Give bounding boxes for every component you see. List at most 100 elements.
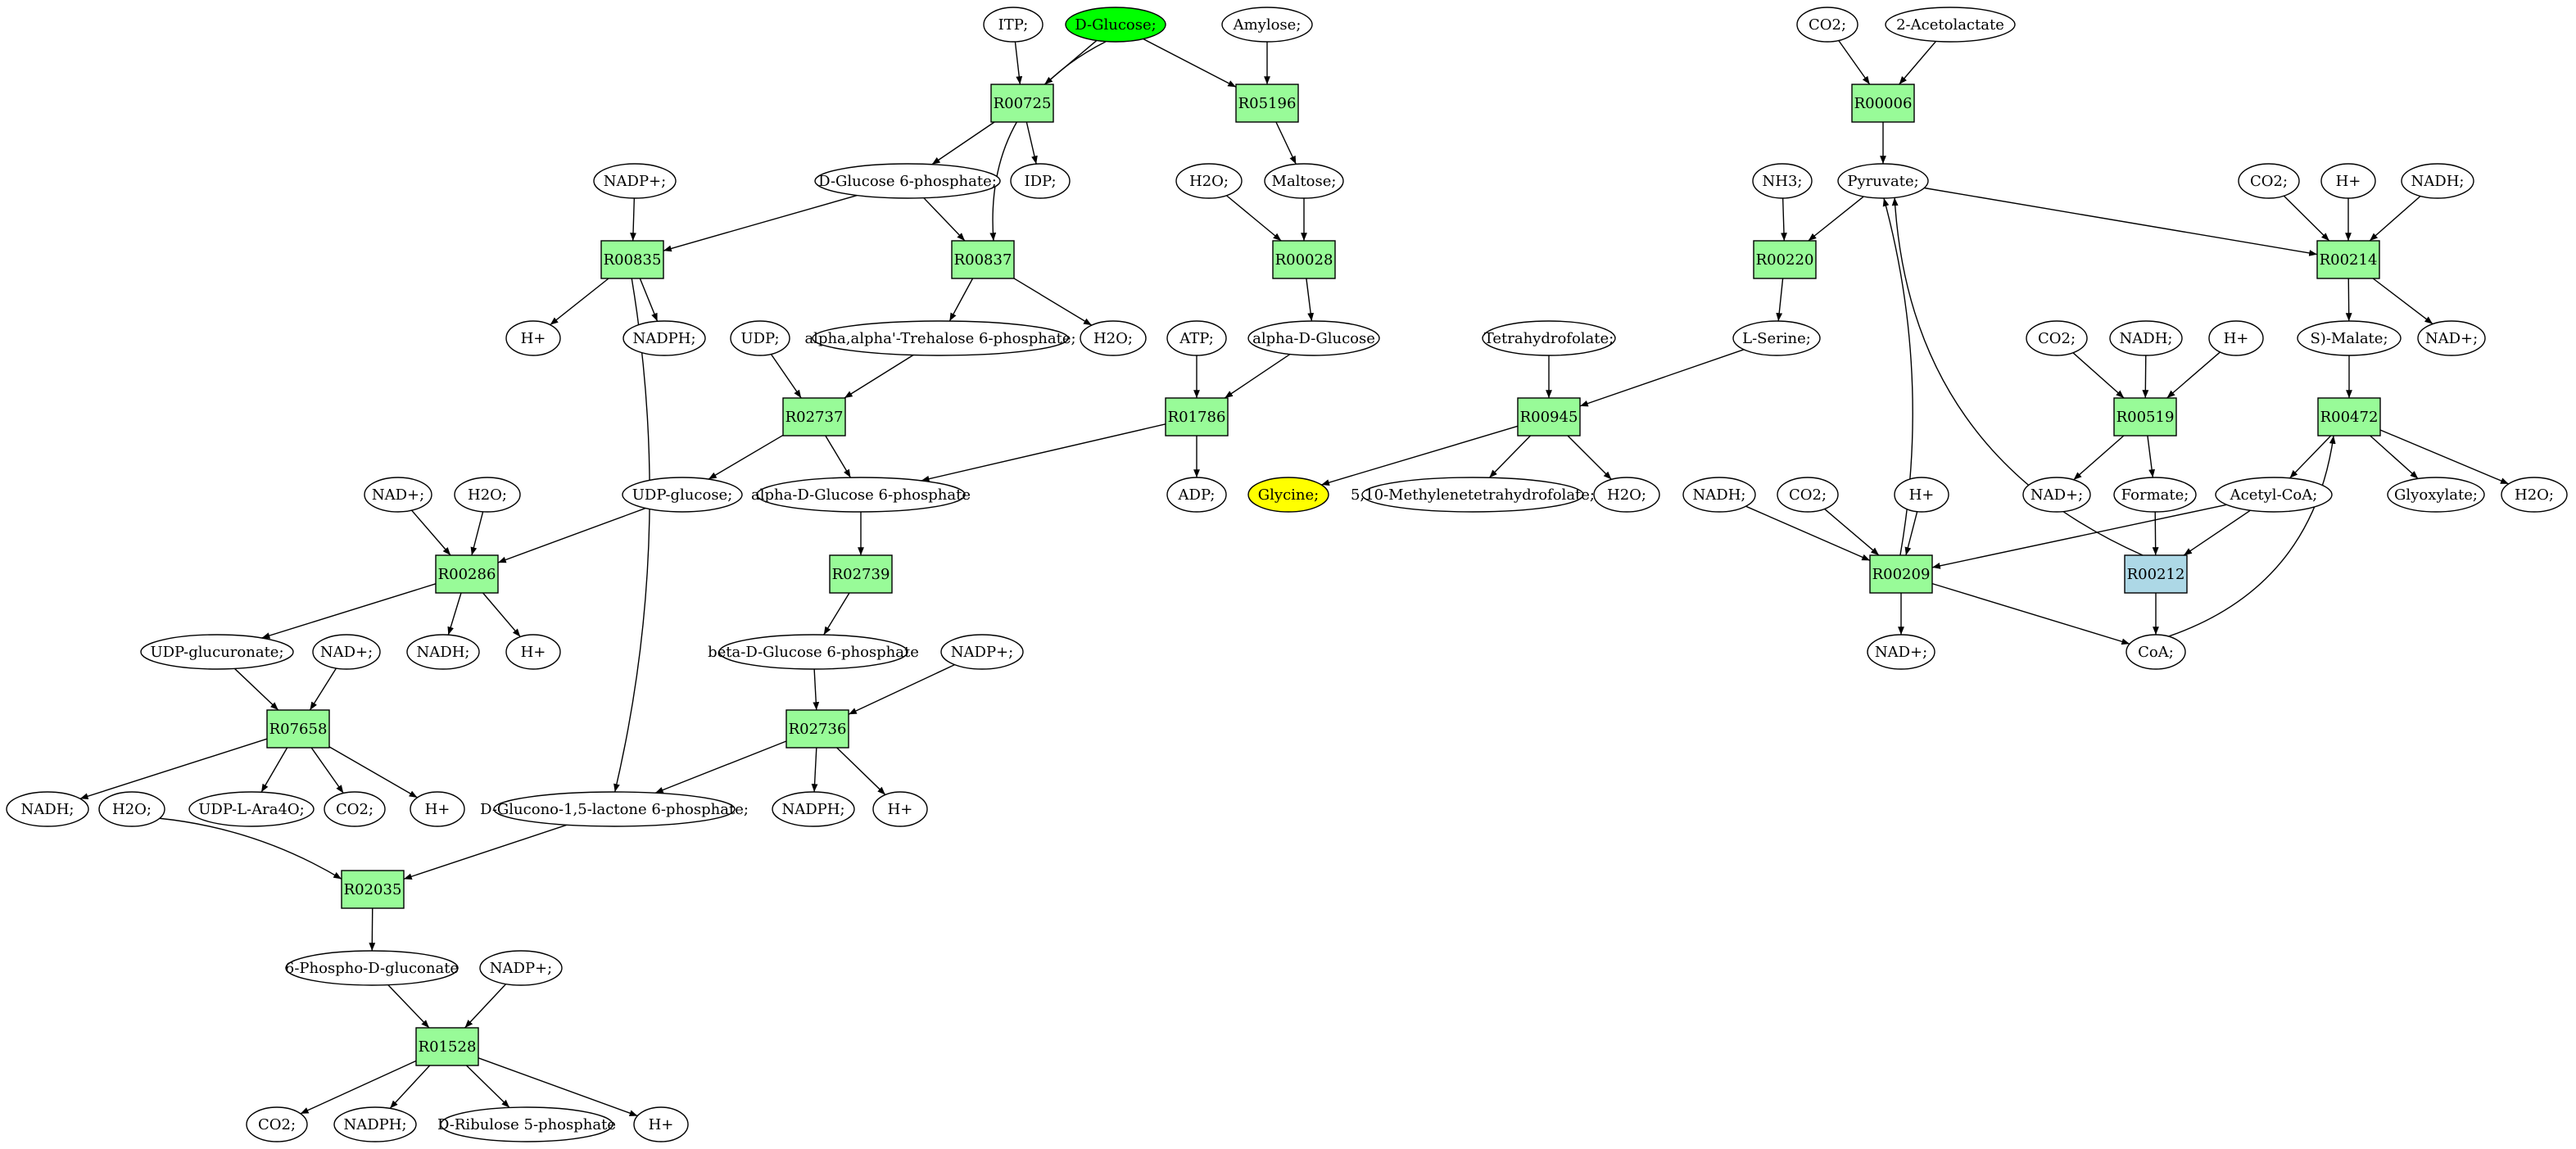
compound-node-h_b[interactable]: H+ <box>505 634 561 670</box>
compound-node-h2o_e[interactable]: H2O; <box>1593 477 1660 513</box>
reaction-node-r05196[interactable]: R05196 <box>1235 84 1299 123</box>
compound-ellipse <box>983 7 1044 43</box>
compound-node-maltose[interactable]: Maltose; <box>1264 163 1344 199</box>
compound-node-nadph_a[interactable]: NADPH; <box>622 320 706 356</box>
compound-node-acetolactate[interactable]: 2-Acetolactate <box>1885 7 2016 43</box>
compound-node-nadph_b[interactable]: NADPH; <box>772 791 855 827</box>
compound-node-h2o_a[interactable]: H2O; <box>1175 163 1243 199</box>
compound-node-nadh_c[interactable]: NADH; <box>2401 163 2474 199</box>
compound-node-nh3[interactable]: NH3; <box>1752 163 1813 199</box>
compound-node-coa[interactable]: CoA; <box>2126 634 2186 670</box>
compound-node-co2_f[interactable]: CO2; <box>1777 477 1839 513</box>
compound-ellipse <box>1221 7 1313 43</box>
compound-node-glucose[interactable]: D-Glucose; <box>1065 7 1166 43</box>
reaction-node-r00214[interactable]: R00214 <box>2316 240 2380 279</box>
reaction-node-r02737[interactable]: R02737 <box>782 397 846 437</box>
compound-node-itp[interactable]: ITP; <box>983 7 1044 43</box>
reaction-node-r02035[interactable]: R02035 <box>341 870 405 909</box>
compound-label: UDP; <box>740 330 779 347</box>
compound-node-phosphogluconate[interactable]: 6-Phospho-D-gluconate <box>285 950 459 986</box>
compound-node-h_d[interactable]: H+ <box>872 791 928 827</box>
compound-node-nadh_d[interactable]: NADH; <box>2109 320 2183 356</box>
compound-node-h_f[interactable]: H+ <box>2320 163 2376 199</box>
compound-node-adp[interactable]: ADP; <box>1166 477 1227 513</box>
compound-node-h_a[interactable]: H+ <box>505 320 561 356</box>
compound-node-beta_g6p[interactable]: beta-D-Glucose 6-phosphate <box>708 634 919 670</box>
compound-node-methylene_thf[interactable]: 5,10-Methylenetetrahydrofolate; <box>1351 477 1595 513</box>
reaction-node-r01786[interactable]: R01786 <box>1165 397 1229 437</box>
compound-node-nad_e[interactable]: NAD+; <box>1867 634 1935 670</box>
reaction-node-r00472[interactable]: R00472 <box>2317 397 2381 437</box>
compound-node-alpha_glucose[interactable]: alpha-D-Glucose <box>1247 320 1380 356</box>
reaction-node-r00212[interactable]: R00212 <box>2124 554 2188 594</box>
compound-label: NADH; <box>1693 486 1746 504</box>
compound-node-gluconolactone[interactable]: D-Glucono-1,5-lactone 6-phosphate; <box>480 791 749 827</box>
compound-node-malate[interactable]: S)-Malate; <box>2297 320 2402 356</box>
compound-node-ribulose[interactable]: D-Ribulose 5-phosphate <box>437 1106 616 1142</box>
reaction-node-r02739[interactable]: R02739 <box>829 554 893 594</box>
compound-node-nadh_e[interactable]: NADH; <box>1682 477 1756 513</box>
compound-node-thf[interactable]: Tetrahydrofolate; <box>1482 320 1616 356</box>
compound-label: NAD+; <box>372 486 424 504</box>
compound-node-g6p[interactable]: D-Glucose 6-phosphate; <box>814 163 1001 199</box>
compound-node-idp[interactable]: IDP; <box>1010 163 1071 199</box>
compound-node-nadp_b[interactable]: NADP+; <box>940 634 1024 670</box>
reaction-node-r07658[interactable]: R07658 <box>266 709 330 749</box>
compound-node-co2_a[interactable]: CO2; <box>324 791 386 827</box>
reaction-node-r02736[interactable]: R02736 <box>785 709 849 749</box>
compound-node-formate[interactable]: Formate; <box>2113 477 2197 513</box>
reaction-node-r00220[interactable]: R00220 <box>1753 240 1817 279</box>
reaction-node-r00835[interactable]: R00835 <box>600 240 664 279</box>
compound-node-h_c[interactable]: H+ <box>410 791 465 827</box>
compound-node-nadph_c[interactable]: NADPH; <box>333 1106 417 1142</box>
compound-label: ITP; <box>998 16 1029 34</box>
compound-node-h2o_c[interactable]: H2O; <box>454 477 521 513</box>
compound-node-udp[interactable]: UDP; <box>730 320 790 356</box>
reaction-node-r00725[interactable]: R00725 <box>990 84 1054 123</box>
compound-node-trehalose[interactable]: alpha,alpha'-Trehalose 6-phosphate; <box>804 320 1076 356</box>
reaction-node-r00028[interactable]: R00028 <box>1272 240 1336 279</box>
compound-node-co2_e[interactable]: CO2; <box>2026 320 2088 356</box>
compound-node-nad_a[interactable]: NAD+; <box>364 477 432 513</box>
compound-node-udp_glucose[interactable]: UDP-glucose; <box>622 477 743 513</box>
compound-node-nadp_a[interactable]: NADP+; <box>593 163 677 199</box>
compound-node-h2o_f[interactable]: H2O; <box>2501 477 2568 513</box>
compound-ellipse <box>6 791 89 827</box>
compound-node-glycine[interactable]: Glycine; <box>1247 477 1329 513</box>
reaction-node-r00209[interactable]: R00209 <box>1869 554 1933 594</box>
reaction-label: R00837 <box>954 251 1012 269</box>
edge-r07658-to-h_c <box>328 746 418 798</box>
compound-node-alpha_g6p[interactable]: alpha-D-Glucose 6-phosphate <box>751 477 971 513</box>
compound-node-h_e[interactable]: H+ <box>633 1106 689 1142</box>
reaction-node-r00006[interactable]: R00006 <box>1851 84 1915 123</box>
compound-node-acetyl_coa[interactable]: Acetyl-CoA; <box>2215 477 2333 513</box>
reaction-node-r00519[interactable]: R00519 <box>2113 397 2177 437</box>
reaction-node-r00286[interactable]: R00286 <box>435 554 499 594</box>
compound-node-atp[interactable]: ATP; <box>1166 320 1227 356</box>
reaction-node-r00945[interactable]: R00945 <box>1517 397 1581 437</box>
compound-node-co2_c[interactable]: CO2; <box>1796 7 1858 43</box>
compound-node-h_g[interactable]: H+ <box>2208 320 2264 356</box>
compound-node-h2o_b[interactable]: H2O; <box>1080 320 1147 356</box>
compound-node-pyruvate[interactable]: Pyruvate; <box>1837 163 1929 199</box>
edge-h_g-to-r00519 <box>2166 351 2221 399</box>
compound-node-udp_glucuronate[interactable]: UDP-glucuronate; <box>140 634 294 670</box>
compound-node-nadh_a[interactable]: NADH; <box>406 634 480 670</box>
reaction-node-r00837[interactable]: R00837 <box>951 240 1015 279</box>
compound-node-udp_ara[interactable]: UDP-L-Ara4O; <box>188 791 315 827</box>
compound-node-nad_d[interactable]: NAD+; <box>2022 477 2091 513</box>
compound-node-nad_c[interactable]: NAD+; <box>2417 320 2486 356</box>
reaction-node-r01528[interactable]: R01528 <box>415 1027 479 1066</box>
compound-node-nadp_c[interactable]: NADP+; <box>479 950 563 986</box>
edge-r00214-to-malate <box>2345 278 2352 322</box>
compound-node-glyoxylate[interactable]: Glyoxylate; <box>2387 477 2485 513</box>
compound-node-h_h[interactable]: H+ <box>1894 477 1949 513</box>
compound-node-co2_b[interactable]: CO2; <box>246 1106 308 1142</box>
compound-node-co2_d[interactable]: CO2; <box>2238 163 2300 199</box>
compound-node-nadh_b[interactable]: NADH; <box>6 791 89 827</box>
compound-node-nad_b[interactable]: NAD+; <box>312 634 381 670</box>
compound-label: 2-Acetolactate <box>1896 16 2004 34</box>
compound-node-h2o_d[interactable]: H2O; <box>98 791 165 827</box>
compound-node-amylose[interactable]: Amylose; <box>1221 7 1313 43</box>
compound-node-serine[interactable]: L-Serine; <box>1732 320 1821 356</box>
